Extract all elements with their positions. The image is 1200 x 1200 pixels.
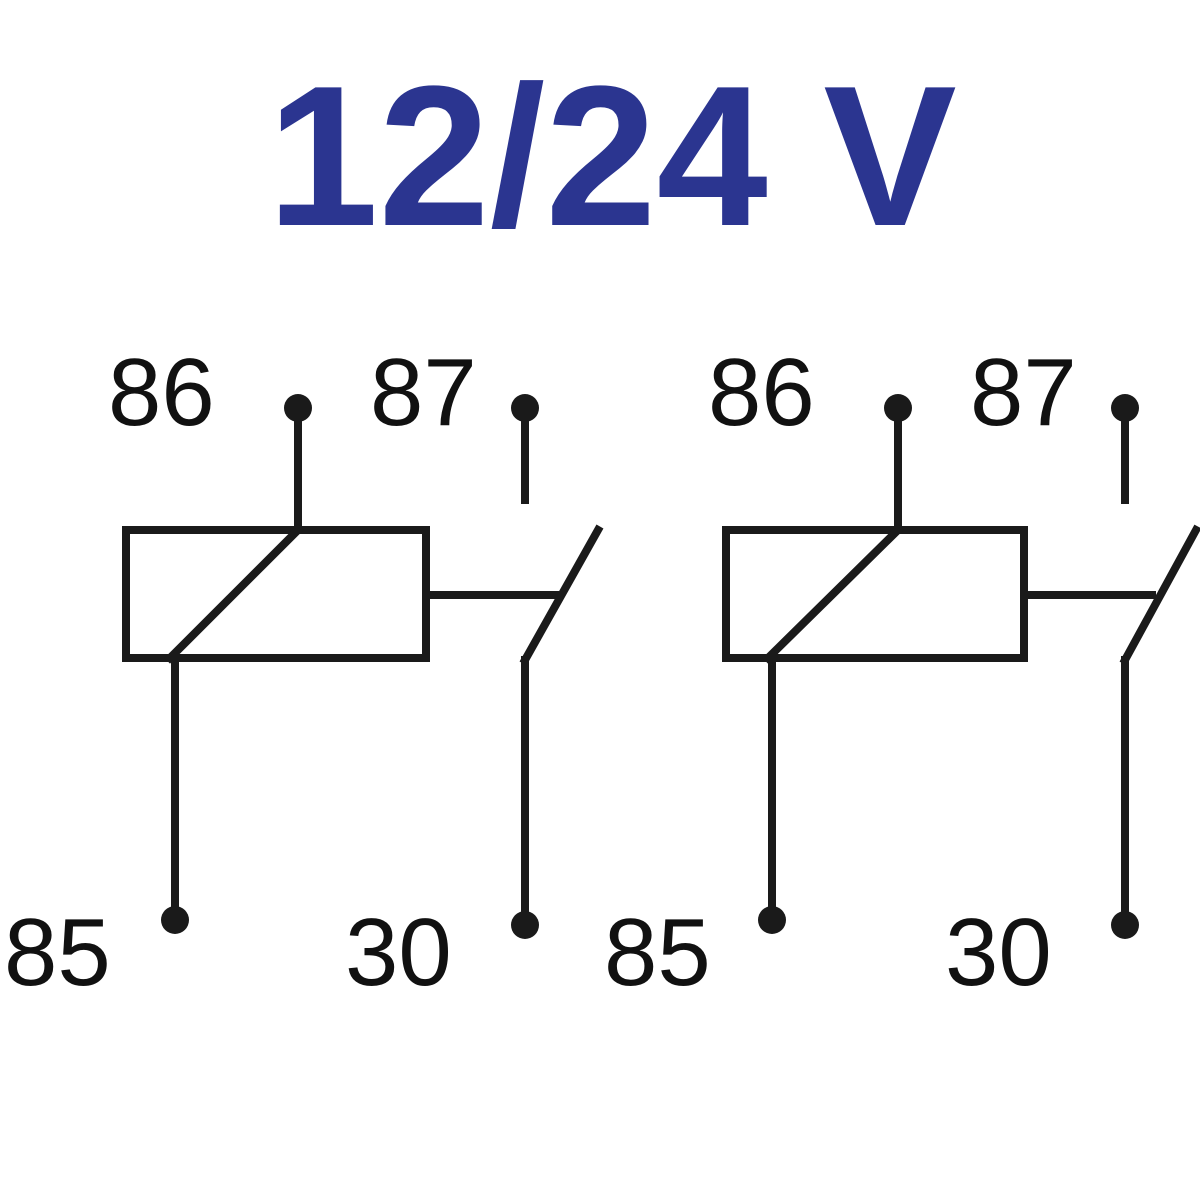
- relay-1: 86 87 85 30: [4, 339, 604, 1006]
- pin-87-label: 87: [370, 339, 477, 446]
- relay-2: 86 87 85 30: [604, 339, 1200, 1006]
- pin-30-label: 30: [345, 899, 452, 1006]
- pin-86-label: 86: [708, 339, 815, 446]
- pin-85-label: 85: [604, 899, 711, 1006]
- voltage-title: 12/24 V: [267, 45, 956, 268]
- pin-86-label: 86: [108, 339, 215, 446]
- coil-diagonal: [762, 524, 904, 664]
- pin-85-label: 85: [4, 899, 111, 1006]
- switch-arm: [519, 524, 604, 666]
- pin-30-label: 30: [945, 899, 1052, 1006]
- pin-87-label: 87: [970, 339, 1077, 446]
- coil-diagonal: [164, 524, 304, 664]
- switch-arm: [1119, 524, 1200, 666]
